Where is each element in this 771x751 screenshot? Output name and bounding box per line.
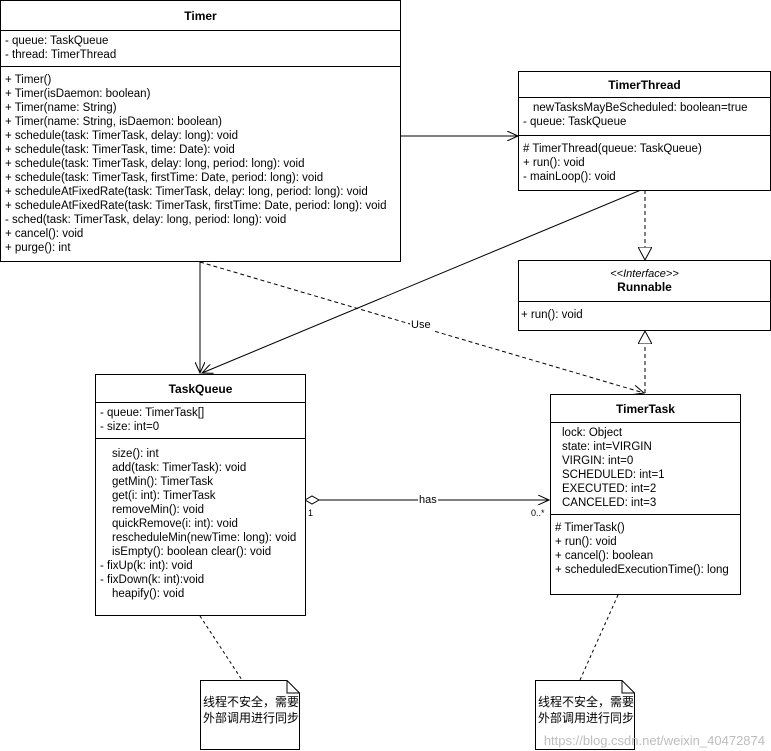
attributes-section: - queue: TaskQueue - thread: TimerThread <box>1 31 400 67</box>
method: - fixUp(k: int): void <box>100 560 193 572</box>
attribute: - size: int=0 <box>100 421 160 433</box>
method: # TimerThread(queue: TaskQueue) <box>523 143 702 155</box>
note-text-line: 外部调用进行同步 <box>538 711 635 725</box>
class-timerthread[interactable]: TimerThread newTasksMayBeScheduled: bool… <box>518 71 771 191</box>
method: - mainLoop(): void <box>523 171 616 183</box>
attribute: CANCELED: int=3 <box>562 497 657 509</box>
method: rescheduleMin(newTime: long): void <box>112 532 297 544</box>
watermark: https://blog.csdn.net/weixin_40472874 <box>543 733 765 748</box>
class-timer[interactable]: Timer - queue: TaskQueue - thread: Timer… <box>0 0 401 262</box>
attributes-section: newTasksMayBeScheduled: boolean=true - q… <box>519 98 770 136</box>
method: + scheduleAtFixedRate(task: TimerTask, d… <box>5 186 368 198</box>
method: + cancel(): void <box>5 228 84 240</box>
attribute: - queue: TaskQueue <box>5 35 109 47</box>
attribute: newTasksMayBeScheduled: boolean=true <box>533 102 748 114</box>
class-timertask[interactable]: TimerTask lock: Object state: int=VIRGIN… <box>550 394 741 595</box>
has-multiplicity-target: 0..* <box>531 508 545 518</box>
method: # TimerTask() <box>555 522 625 534</box>
methods-section: # TimerTask() + run(): void + cancel(): … <box>551 515 740 580</box>
attribute: state: int=VIRGIN <box>562 441 652 453</box>
attribute: VIRGIN: int=0 <box>562 455 634 467</box>
method: + run(): void <box>523 157 585 169</box>
note-timertask[interactable]: 线程不安全，需要 外部调用进行同步 <box>535 680 635 750</box>
interface-title: <<Interface>> Runnable <box>519 261 770 302</box>
note-text-line: 外部调用进行同步 <box>203 711 300 725</box>
method: size(): int <box>112 448 159 460</box>
method: + purge(): int <box>5 242 71 254</box>
method: + Timer(name: String) <box>5 102 117 114</box>
methods-section: # TimerThread(queue: TaskQueue) + run():… <box>519 136 770 187</box>
method: + cancel(): boolean <box>555 550 654 562</box>
attribute: - thread: TimerThread <box>5 49 117 61</box>
method: quickRemove(i: int): void <box>112 518 238 530</box>
method: + run(): void <box>521 309 583 321</box>
methods-section: + run(): void <box>519 302 770 322</box>
methods-section: + Timer() + Timer(isDaemon: boolean) + T… <box>1 67 400 258</box>
attribute: - queue: TimerTask[] <box>100 407 205 419</box>
method: + scheduleAtFixedRate(task: TimerTask, f… <box>5 200 387 212</box>
note-shape <box>535 680 635 750</box>
note-shape <box>200 680 300 750</box>
method: add(task: TimerTask): void <box>112 462 247 474</box>
attribute: lock: Object <box>562 427 623 439</box>
class-title: Timer <box>1 1 400 31</box>
note-text-line: 线程不安全，需要 <box>203 695 300 709</box>
interface-name: Runnable <box>617 280 672 294</box>
method: + Timer(isDaemon: boolean) <box>5 88 151 100</box>
method: + scheduledExecutionTime(): long <box>555 564 729 576</box>
note-text-line: 线程不安全，需要 <box>538 695 635 709</box>
class-taskqueue[interactable]: TaskQueue - queue: TimerTask[] - size: i… <box>95 374 306 616</box>
method: + Timer(name: String, isDaemon: boolean) <box>5 116 223 128</box>
has-multiplicity-source: 1 <box>308 508 314 518</box>
class-title: TimerTask <box>551 395 740 423</box>
method: + schedule(task: TimerTask, firstTime: D… <box>5 172 324 184</box>
class-title: TimerThread <box>519 72 770 98</box>
method: - fixDown(k: int):void <box>100 574 205 586</box>
note-taskqueue[interactable]: 线程不安全，需要 外部调用进行同步 <box>200 680 300 750</box>
methods-section: size(): int add(task: TimerTask): void g… <box>96 439 305 604</box>
method: heapify(): void <box>112 588 185 600</box>
attributes-section: lock: Object state: int=VIRGIN VIRGIN: i… <box>551 423 740 515</box>
use-label: Use <box>410 319 432 331</box>
has-label: has <box>418 494 438 506</box>
method: + schedule(task: TimerTask, delay: long,… <box>5 158 305 170</box>
method: + schedule(task: TimerTask, delay: long)… <box>5 130 238 142</box>
attributes-section: - queue: TimerTask[] - size: int=0 <box>96 403 305 439</box>
method: getMin(): TimerTask <box>112 476 213 488</box>
method: - sched(task: TimerTask, delay: long, pe… <box>5 214 287 226</box>
note-connector-timertask <box>579 594 619 681</box>
attribute: EXECUTED: int=2 <box>562 483 657 495</box>
attribute: SCHEDULED: int=1 <box>562 469 665 481</box>
method: isEmpty(): boolean clear(): void <box>112 546 272 558</box>
interface-stereotype: <<Interface>> <box>610 268 679 280</box>
method: + run(): void <box>555 536 617 548</box>
method: get(i: int): TimerTask <box>112 490 216 502</box>
attribute: - queue: TaskQueue <box>523 116 627 128</box>
method: removeMin(): void <box>112 504 205 516</box>
note-connector-taskqueue <box>199 615 243 681</box>
interface-runnable[interactable]: <<Interface>> Runnable + run(): void <box>518 260 771 331</box>
edge-timerthread-taskqueue <box>202 189 642 373</box>
method: + schedule(task: TimerTask, time: Date):… <box>5 144 235 156</box>
class-title: TaskQueue <box>96 375 305 403</box>
method: + Timer() <box>5 74 52 86</box>
